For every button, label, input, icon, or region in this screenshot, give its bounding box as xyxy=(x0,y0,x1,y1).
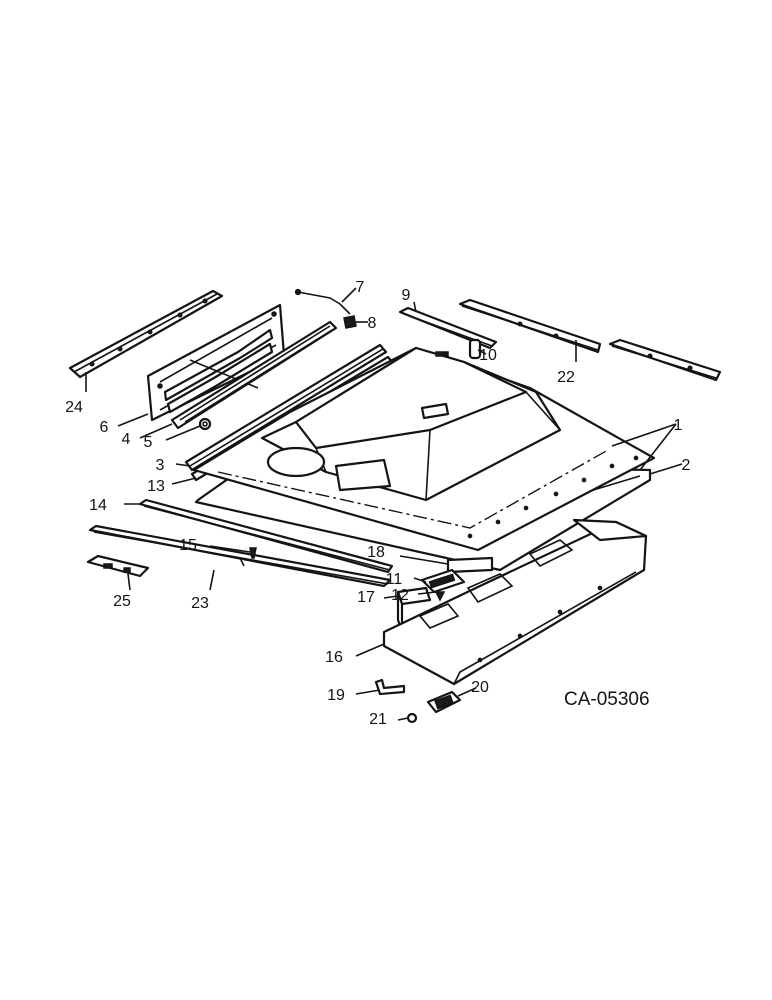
leader-line-1 xyxy=(639,423,677,471)
leader-lines xyxy=(85,287,683,721)
leader-line-21 xyxy=(397,717,409,721)
part-22-rail xyxy=(458,298,722,382)
leader-line-10 xyxy=(477,349,487,355)
leader-line-16 xyxy=(355,643,385,657)
leader-line-23 xyxy=(209,569,215,591)
leader-line-5 xyxy=(165,425,201,441)
leader-line-20 xyxy=(457,687,477,697)
part-20-connector xyxy=(426,690,462,714)
callout-4: 4 xyxy=(122,431,131,448)
leader-line-12 xyxy=(417,591,437,595)
callout-11: 11 xyxy=(386,571,403,588)
callout-23: 23 xyxy=(191,595,209,612)
part-15-screw xyxy=(249,547,257,559)
leader-line-4 xyxy=(139,423,173,439)
callout-16: 16 xyxy=(325,649,343,666)
part-9-bar xyxy=(398,306,498,350)
callout-9: 9 xyxy=(402,287,411,304)
callout-2: 2 xyxy=(682,457,691,474)
part-3-strip xyxy=(184,343,388,472)
part-24-rail xyxy=(68,289,224,379)
part-8-clip xyxy=(343,315,357,329)
callout-8: 8 xyxy=(368,315,377,332)
part-5-nut xyxy=(198,417,212,431)
leader-line-17 xyxy=(383,595,399,599)
callout-14: 14 xyxy=(89,497,107,514)
part-10-pin xyxy=(468,338,482,360)
part-6-braced-panel xyxy=(146,303,286,422)
callout-17: 17 xyxy=(357,589,375,606)
part-17-block xyxy=(396,586,432,634)
leader-line-1 xyxy=(611,423,677,447)
part-18-strip xyxy=(446,556,494,574)
callout-20: 20 xyxy=(471,679,489,696)
part-19-clip xyxy=(374,678,406,696)
part-23-channel xyxy=(88,524,392,588)
leader-line-7 xyxy=(341,287,357,303)
part-14-strip xyxy=(138,498,394,574)
callout-24: 24 xyxy=(65,399,83,416)
part-25-bracket xyxy=(86,554,150,578)
leader-line-9 xyxy=(413,301,417,313)
leader-line-15 xyxy=(209,545,251,553)
callout-19: 19 xyxy=(327,687,345,704)
callout-5: 5 xyxy=(144,434,153,451)
leader-line-11 xyxy=(413,577,427,583)
callout-22: 22 xyxy=(557,369,575,386)
leader-line-13 xyxy=(171,477,197,485)
part-12-fastener xyxy=(434,591,446,602)
part-16-floor-panel xyxy=(382,518,648,686)
callout-18: 18 xyxy=(367,544,385,561)
callout-12: 12 xyxy=(391,587,409,604)
callout-1: 1 xyxy=(674,417,683,434)
callout-21: 21 xyxy=(369,711,387,728)
callout-15: 15 xyxy=(179,537,197,554)
diagram-code: CA-05306 xyxy=(564,689,650,710)
callout-7: 7 xyxy=(356,279,365,296)
leader-line-18 xyxy=(399,555,449,565)
leader-line-3 xyxy=(175,463,191,467)
part-4-strip xyxy=(170,320,338,430)
leader-line-25 xyxy=(127,573,131,591)
leader-line-6 xyxy=(117,413,149,427)
part-7-rod xyxy=(294,288,351,315)
part-1-roof-panel xyxy=(192,346,656,552)
callout-6: 6 xyxy=(100,419,109,436)
callout-25: 25 xyxy=(113,593,131,610)
leader-line-19 xyxy=(355,689,381,695)
callout-10: 10 xyxy=(479,347,497,364)
leader-line-2 xyxy=(649,463,683,475)
part-11-grille xyxy=(420,568,466,594)
callout-13: 13 xyxy=(147,478,165,495)
part-21-nut xyxy=(406,712,418,724)
callout-3: 3 xyxy=(156,457,165,474)
